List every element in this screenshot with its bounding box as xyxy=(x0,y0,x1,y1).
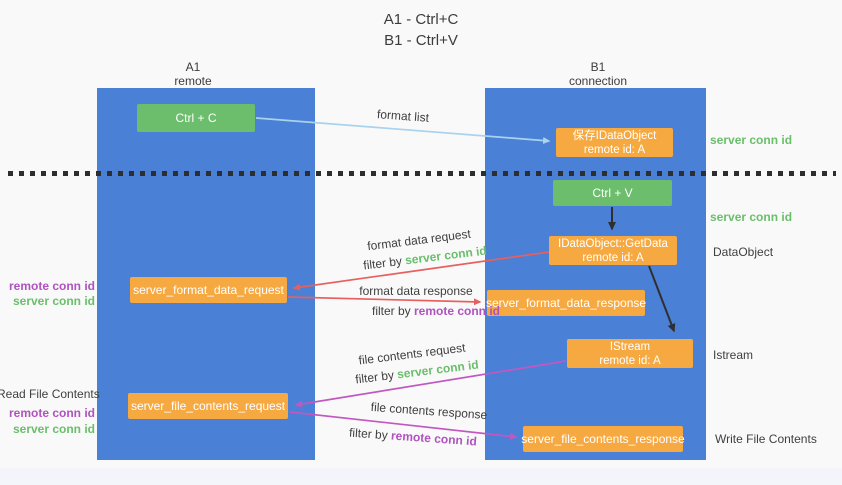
server-format-data-request-label: server_format_data_request xyxy=(133,283,284,297)
filter-by-text: filter by xyxy=(362,253,406,273)
server-conn-id-left-bottom: server conn id xyxy=(12,422,95,436)
column-a-subtitle: remote xyxy=(174,74,212,88)
server-file-contents-request-box: server_file_contents_request xyxy=(128,393,288,419)
filter-by-remote-conn-id-label-1: filter by remote conn id xyxy=(372,304,500,318)
istream-side-label: Istream xyxy=(713,348,754,362)
bottom-strip xyxy=(0,468,842,485)
file-contents-response-label: file contents response xyxy=(370,399,488,423)
save-idataobject-line2: remote id: A xyxy=(583,143,646,156)
column-a-header: A1 remote xyxy=(133,60,253,88)
filter-by-text: filter by xyxy=(348,425,392,443)
column-b-name: B1 xyxy=(590,60,606,74)
diagram-title: A1 - Ctrl+C B1 - Ctrl+V xyxy=(0,9,842,51)
ctrl-c-box: Ctrl + C xyxy=(137,104,255,132)
ctrl-v-box: Ctrl + V xyxy=(553,180,672,206)
filter-by-text: filter by xyxy=(371,304,414,318)
remote-conn-id-text: remote conn id xyxy=(390,428,478,449)
write-file-contents-label: Write File Contents xyxy=(715,432,817,446)
server-conn-id-left-top: server conn id xyxy=(12,294,95,308)
server-conn-id-right-top: server conn id xyxy=(710,133,793,147)
server-file-contents-request-label: server_file_contents_request xyxy=(130,399,286,413)
read-file-contents-label: Read File Contents xyxy=(0,387,100,401)
column-a-name: A1 xyxy=(185,60,201,74)
server-file-contents-response-label: server_file_contents_response xyxy=(521,432,685,446)
getdata-box: IDataObject::GetData remote id: A xyxy=(549,236,677,265)
server-format-data-response-box: server_format_data_response xyxy=(485,290,647,316)
getdata-line1: IDataObject::GetData xyxy=(558,237,668,250)
ctrl-v-label: Ctrl + V xyxy=(592,186,633,200)
title-line-2: B1 - Ctrl+V xyxy=(384,32,458,49)
server-conn-id-right-mid: server conn id xyxy=(710,210,793,224)
column-b-subtitle: connection xyxy=(568,74,628,88)
format-list-label: format list xyxy=(376,107,430,125)
remote-conn-id-text: remote conn id xyxy=(414,304,501,318)
column-b-header: B1 connection xyxy=(538,60,658,88)
format-data-response-label: format data response xyxy=(359,284,473,298)
server-file-contents-response-box: server_file_contents_response xyxy=(521,426,685,452)
server-format-data-request-box: server_format_data_request xyxy=(130,277,287,303)
server-format-data-response-label: server_format_data_response xyxy=(485,296,647,310)
save-idataobject-line1: 保存IDataObject xyxy=(572,129,657,142)
save-idataobject-box: 保存IDataObject remote id: A xyxy=(556,128,673,157)
filter-by-text: filter by xyxy=(354,367,398,387)
istream-line1: IStream xyxy=(609,340,651,353)
dashed-divider xyxy=(8,171,836,176)
remote-conn-id-left-bottom: remote conn id xyxy=(8,406,95,420)
istream-box: IStream remote id: A xyxy=(567,339,693,368)
title-line-1: A1 - Ctrl+C xyxy=(383,11,459,28)
ctrl-c-label: Ctrl + C xyxy=(175,111,217,125)
dataobject-label: DataObject xyxy=(713,245,774,259)
remote-conn-id-left-top: remote conn id xyxy=(8,279,95,293)
istream-line2: remote id: A xyxy=(599,354,661,367)
filter-by-remote-conn-id-label-2: filter by remote conn id xyxy=(349,426,478,449)
getdata-line2: remote id: A xyxy=(582,251,644,264)
